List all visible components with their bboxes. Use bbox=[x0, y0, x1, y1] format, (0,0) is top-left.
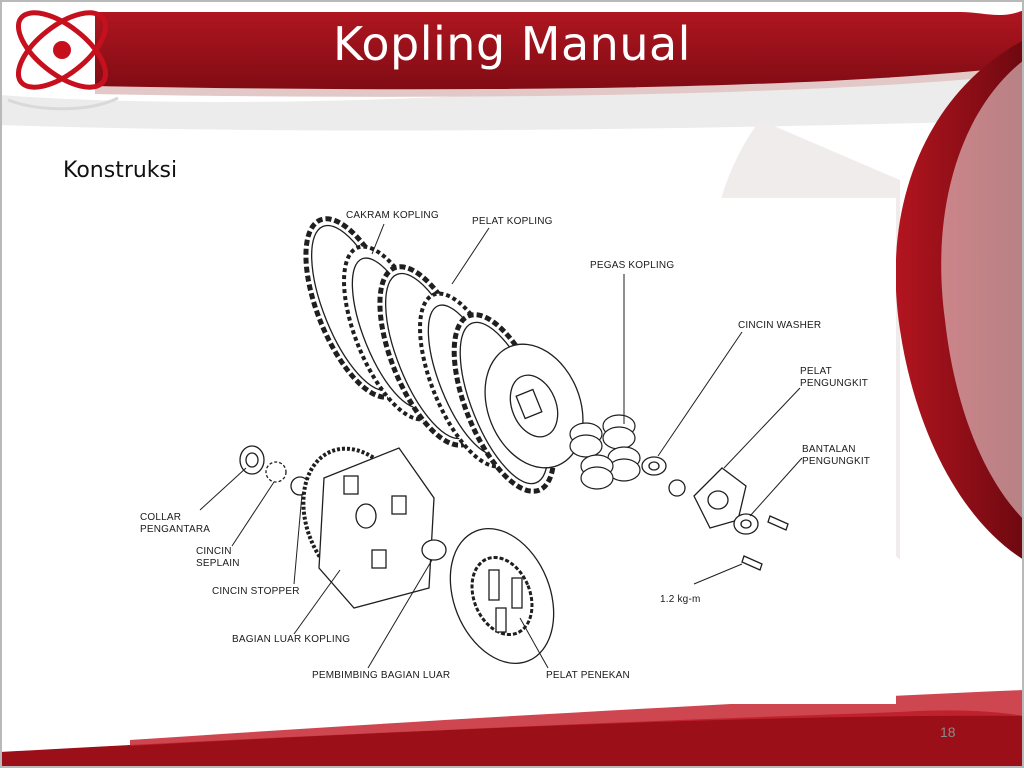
clutch-exploded-diagram: CAKRAM KOPLING PELAT KOPLING PEGAS KOPLI… bbox=[134, 198, 896, 704]
label-pelat-kopling: PELAT KOPLING bbox=[472, 216, 553, 227]
label-cincin-stopper: CINCIN STOPPER bbox=[212, 586, 300, 597]
logo-orbit-icon bbox=[7, 10, 119, 111]
page-title: Kopling Manual bbox=[333, 17, 691, 71]
label-pelat-penekan: PELAT PENEKAN bbox=[546, 670, 630, 681]
clutch-outer-basket bbox=[301, 446, 435, 609]
pressure-plate bbox=[449, 528, 555, 664]
label-collar-pengantara: COLLAR PENGANTARA bbox=[140, 512, 211, 535]
label-torque: 1.2 kg-m bbox=[660, 594, 701, 605]
label-cincin-seplain: CINCIN SEPLAIN bbox=[196, 546, 240, 569]
label-pelat-pengungkit: PELAT PENGUNGKIT bbox=[800, 366, 869, 389]
label-bagian-luar-kopling: BAGIAN LUAR KOPLING bbox=[232, 634, 351, 645]
clutch-disc-stack bbox=[303, 216, 584, 494]
outer-guide bbox=[421, 539, 447, 561]
label-cincin-washer: CINCIN WASHER bbox=[738, 320, 822, 331]
label-pegas-kopling: PEGAS KOPLING bbox=[590, 260, 675, 271]
label-cakram-kopling: CAKRAM KOPLING bbox=[346, 210, 439, 221]
label-pembimbing-bagian-luar: PEMBIMBING BAGIAN LUAR bbox=[312, 670, 451, 681]
clutch-springs bbox=[569, 414, 641, 490]
clutch-parts-drawing bbox=[199, 216, 803, 669]
leader-lines bbox=[199, 223, 803, 669]
page-number: 18 bbox=[940, 724, 956, 740]
label-bantalan-pengungkit: BANTALAN PENGUNGKIT bbox=[802, 444, 871, 467]
section-subtitle: Konstruksi bbox=[63, 158, 178, 183]
